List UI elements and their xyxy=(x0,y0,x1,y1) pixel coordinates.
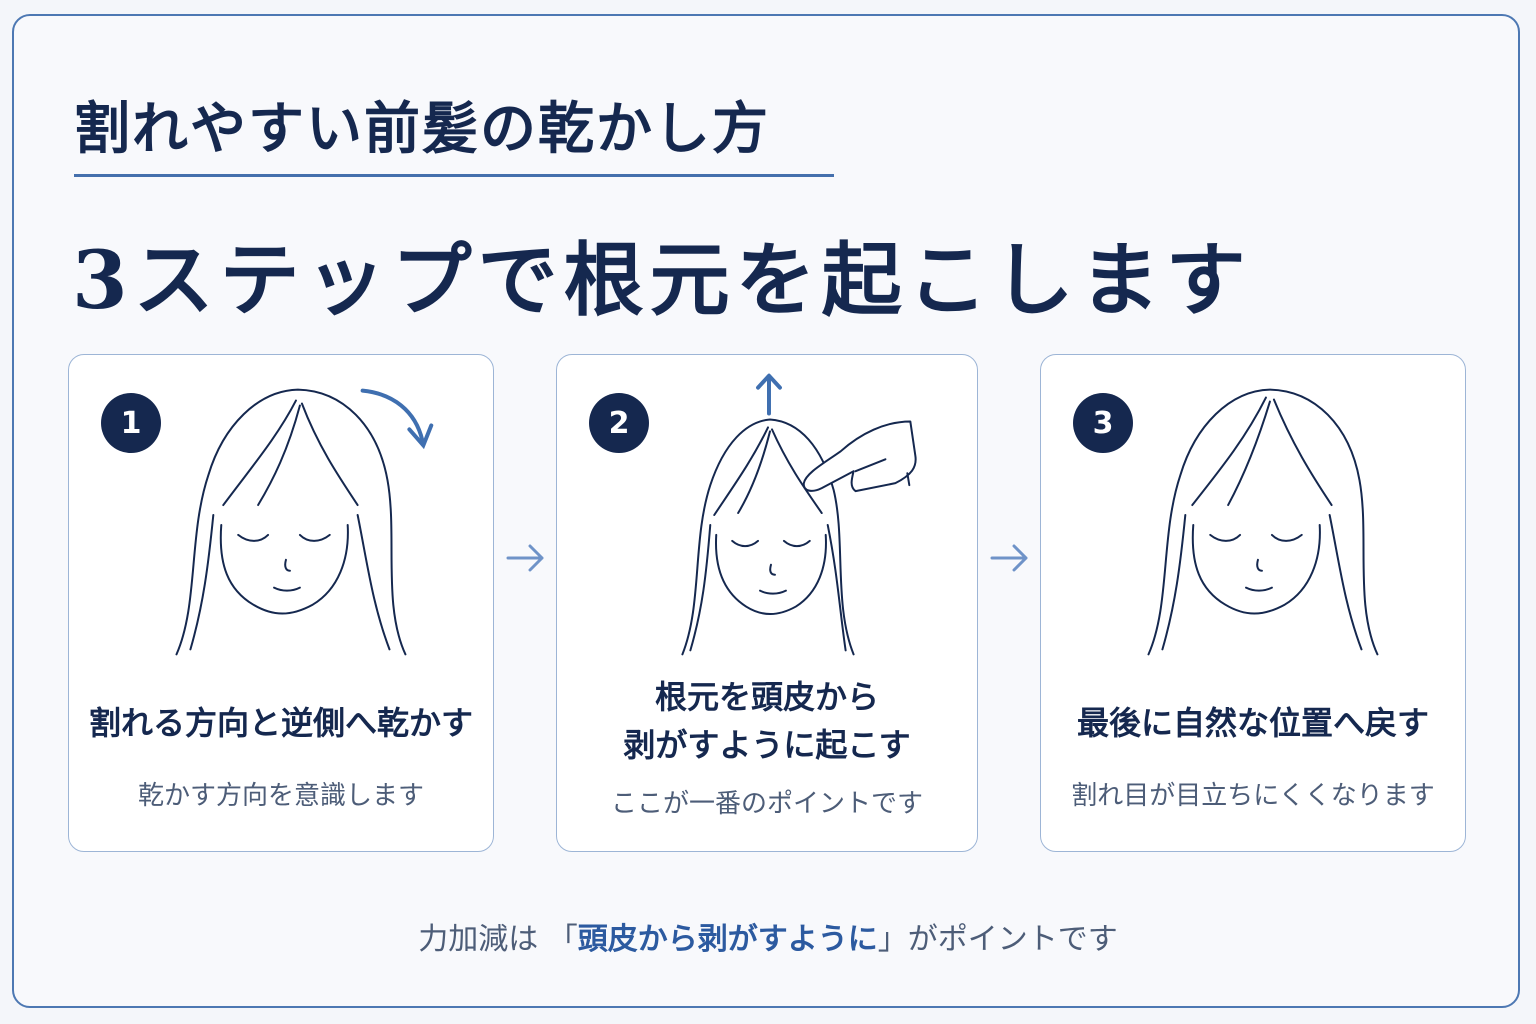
page-subtitle: 3ステップで根元を起こします xyxy=(72,233,1252,327)
woman-face xyxy=(681,418,855,656)
step-title-line-2: 剥がすように起こす xyxy=(623,726,911,764)
page-title: 割れやすい前髪の乾かし方 xyxy=(74,97,770,162)
step-description: ここが一番のポイントです xyxy=(610,789,923,819)
woman-face-with-lifting-hand-icon xyxy=(681,373,917,656)
footer-note: 力加減は 「頭皮から剥がすように」がポイントです xyxy=(0,914,1536,958)
hand-icon xyxy=(802,420,917,493)
step-card-3: 3 最後に自然な位置へ戻す 割れ目が目立ちにくくなります xyxy=(1040,354,1466,852)
curved-arrow-icon xyxy=(360,388,434,450)
step-title-line-1: 根元を頭皮から xyxy=(654,678,879,716)
next-arrow-icon xyxy=(506,544,544,572)
footer-prefix: 力加減は xyxy=(418,922,539,957)
step-title: 最後に自然な位置へ戻す xyxy=(1076,704,1429,742)
footer-suffix: がポイントです xyxy=(907,922,1118,957)
step-title: 割れる方向と逆側へ乾かす xyxy=(88,704,473,742)
step-title: 根元を頭皮から 剥がすように起こす xyxy=(557,673,977,769)
next-arrow-icon xyxy=(990,544,1028,572)
step-number-badge: 3 xyxy=(1073,393,1133,453)
step-number-badge: 1 xyxy=(101,393,161,453)
up-arrow-icon xyxy=(756,373,782,416)
woman-face xyxy=(1147,388,1379,656)
footer-highlight: 頭皮から剥がすように xyxy=(577,922,878,957)
step-card-1: 1 割れる方向と逆側へ乾かす 乾かす方向を意識します xyxy=(68,354,494,852)
woman-face xyxy=(175,388,407,656)
footer-open-bracket: 「 xyxy=(547,922,578,957)
step-number-badge: 2 xyxy=(589,393,649,453)
step-description: 乾かす方向を意識します xyxy=(137,781,424,811)
step-description: 割れ目が目立ちにくくなります xyxy=(1071,781,1435,811)
woman-face-finished-icon xyxy=(1147,388,1379,656)
title-underline xyxy=(74,174,834,177)
footer-close-bracket: 」 xyxy=(877,922,908,957)
step-card-2: 2 根元を頭皮から 剥がすように起こす ここが一番のポイントです xyxy=(556,354,978,852)
woman-face-with-curved-arrow-icon xyxy=(175,388,434,656)
